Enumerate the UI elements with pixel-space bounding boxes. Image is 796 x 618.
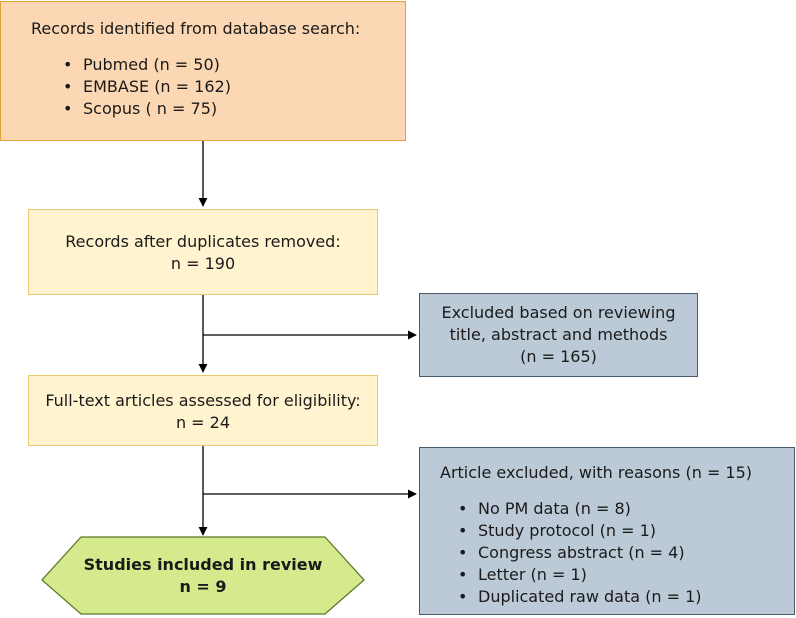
excluded-review-count: (n = 165) [520,347,597,366]
list-item: Scopus ( n = 75) [63,98,405,120]
included-studies-title: Studies included in review [83,555,323,574]
excluded-review-line1: Excluded based on reviewing [441,303,676,322]
excluded-reasons-list: No PM data (n = 8) Study protocol (n = 1… [458,498,794,608]
fulltext-label: Full-text articles assessed for eligibil… [45,391,361,410]
duplicates-removed-box: Records after duplicates removed: n = 19… [28,209,378,295]
database-search-list: Pubmed (n = 50) EMBASE (n = 162) Scopus … [63,54,405,120]
excluded-review-box: Excluded based on reviewing title, abstr… [419,293,698,377]
list-item: Study protocol (n = 1) [458,520,794,542]
included-studies-label: Studies included in review n = 9 [42,554,364,604]
excluded-reasons-title: Article excluded, with reasons (n = 15) [440,463,753,482]
excluded-reasons-box: Article excluded, with reasons (n = 15) … [419,447,795,615]
fulltext-box: Full-text articles assessed for eligibil… [28,375,378,446]
excluded-review-line2: title, abstract and methods [449,325,668,344]
database-search-box: Records identified from database search:… [0,1,406,141]
list-item: Letter (n = 1) [458,564,794,586]
list-item: No PM data (n = 8) [458,498,794,520]
list-item: Congress abstract (n = 4) [458,542,794,564]
database-search-title: Records identified from database search: [31,19,361,38]
fulltext-count: n = 24 [175,413,231,432]
list-item: Duplicated raw data (n = 1) [458,586,794,608]
included-studies-count: n = 9 [179,577,227,596]
duplicates-removed-count: n = 190 [170,254,236,273]
duplicates-removed-label: Records after duplicates removed: [65,232,341,251]
list-item: Pubmed (n = 50) [63,54,405,76]
included-hexagon-shape [41,536,365,615]
list-item: EMBASE (n = 162) [63,76,405,98]
